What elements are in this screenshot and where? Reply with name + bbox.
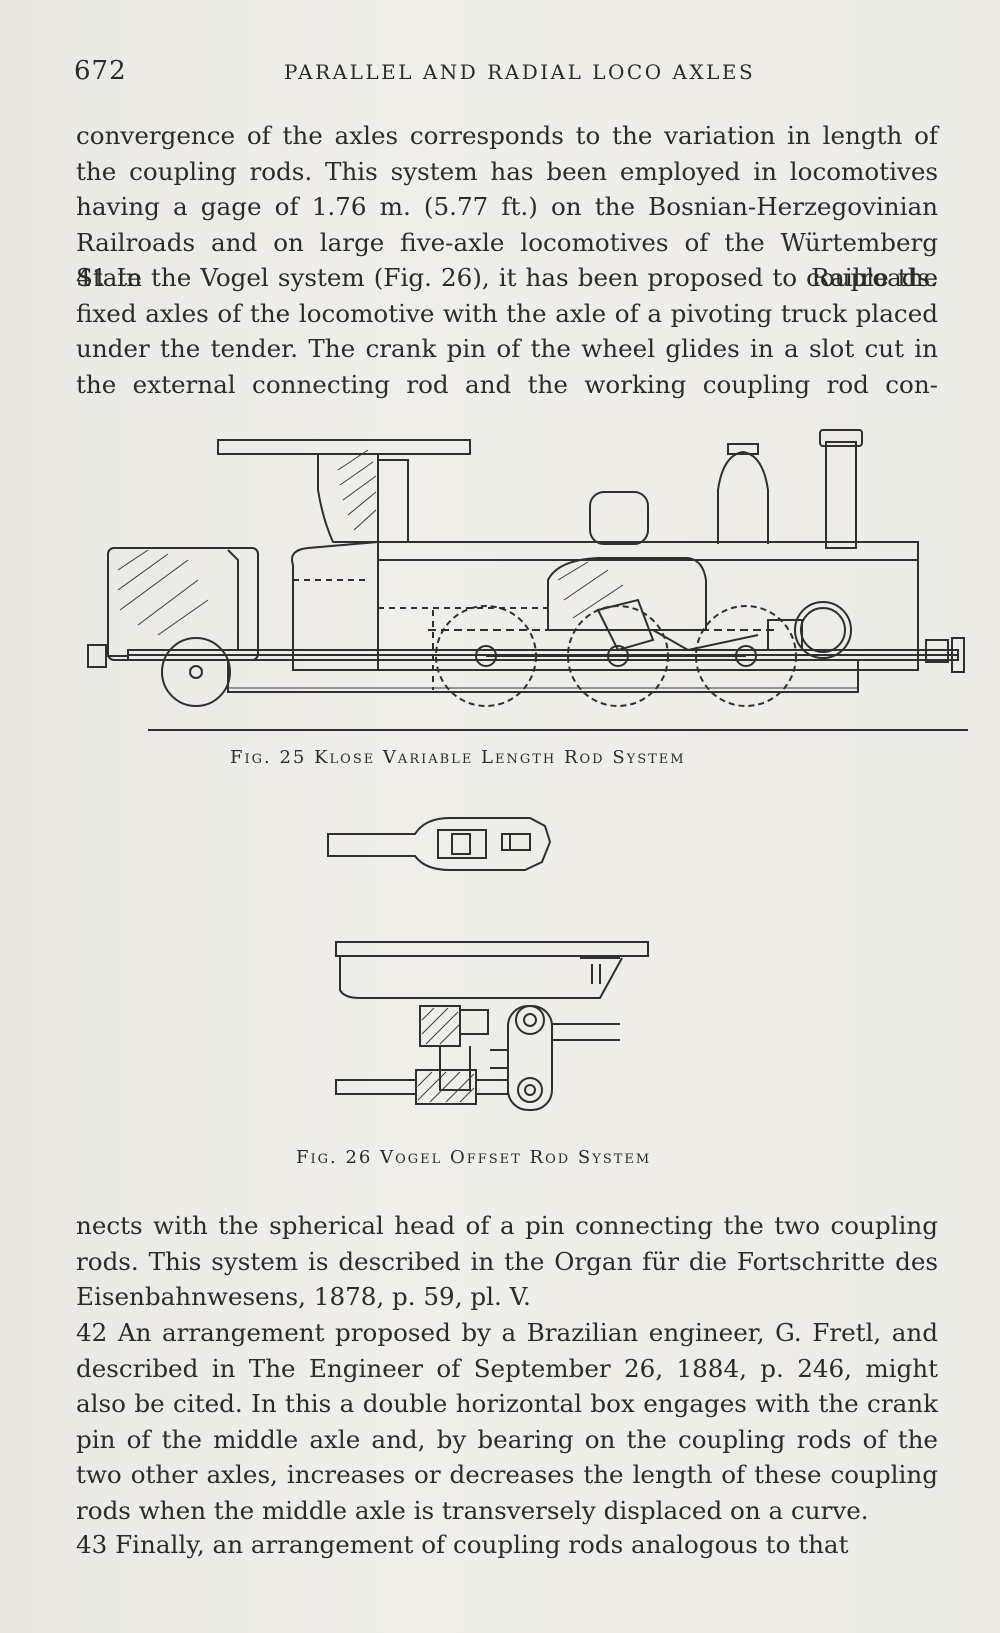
running-title: PARALLEL AND RADIAL LOCO AXLES	[284, 60, 756, 84]
fig26-rod-top-view	[327, 817, 552, 871]
paragraph-41-cont: nects with the spherical head of a pin c…	[76, 1211, 938, 1311]
paragraph-41: 41 In the Vogel system (Fig. 26), it has…	[76, 263, 938, 399]
fig26-rod-side-view	[335, 941, 649, 1111]
paragraph-42: 42 An arrangement proposed by a Brazilia…	[76, 1318, 938, 1525]
paragraph-1: convergence of the axles corresponds to …	[76, 121, 938, 292]
fig26-caption: Fig. 26 Vogel Offset Rod System	[296, 1147, 652, 1168]
paragraph-43: 43 Finally, an arrangement of coupling r…	[76, 1530, 849, 1559]
page-header: 672 PARALLEL AND RADIAL LOCO AXLES	[74, 52, 934, 92]
fig25-caption: Fig. 25 Klose Variable Length Rod System	[230, 747, 686, 768]
fig25-locomotive-drawing	[87, 429, 968, 731]
page-number: 672	[74, 56, 127, 86]
